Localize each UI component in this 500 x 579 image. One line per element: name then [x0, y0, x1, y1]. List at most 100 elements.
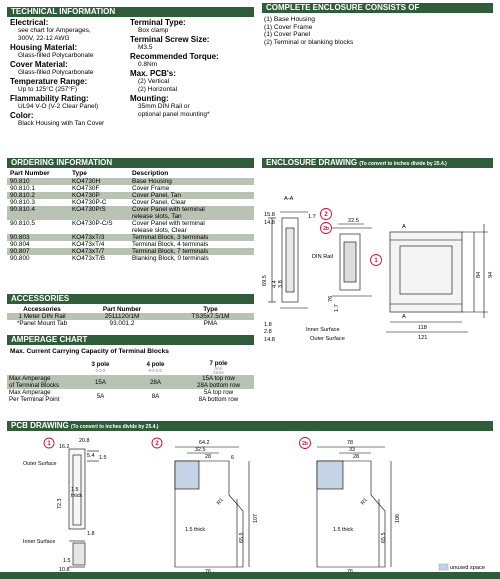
svg-text:33: 33 [349, 447, 355, 453]
footer-bar [0, 572, 500, 579]
svg-text:1: 1 [374, 258, 378, 264]
dim-44: 4.4 [272, 280, 278, 288]
svg-text:28: 28 [353, 454, 359, 460]
dim-158: 15.8 [264, 212, 275, 218]
enclosure-list: (1) Base Housing (1) Cover Frame (1) Cov… [264, 16, 492, 46]
pole-4-label: 4 pole [146, 360, 165, 368]
label-a-bottom: A [402, 314, 406, 320]
svg-text:2: 2 [324, 212, 328, 218]
unused-space-legend: unused space [450, 565, 485, 571]
callout-1 [370, 254, 382, 266]
dim-28: 2.8 [264, 329, 272, 335]
pcb-title: PCB DRAWING [11, 421, 69, 430]
dim-225: 22.5 [348, 218, 359, 224]
ordering-header: ORDERING INFORMATION [7, 158, 254, 168]
svg-text:28: 28 [205, 454, 211, 460]
svg-text:1.5: 1.5 [99, 455, 107, 461]
pole-7-icon: ○○○○○○○ [213, 366, 224, 375]
svg-text:2b: 2b [323, 226, 329, 232]
mounting-value-2: optional panel mounting* [138, 111, 210, 118]
label-aa: A-A [284, 196, 294, 202]
terminal-type-label: Terminal Type: [130, 18, 186, 27]
mounting-value: 35mm DIN Rail or [138, 103, 190, 110]
pcb-drawing: 20.8 16.2 5.4 1.5 Outer Surface 72.3 1.5… [23, 437, 485, 573]
accessories-header: ACCESSORIES [7, 294, 254, 304]
enclosure-header: COMPLETE ENCLOSURE CONSISTS OF [262, 3, 493, 13]
ordering-col-desc: Description [132, 170, 169, 177]
technical-right-column: Terminal Type: Box clamp Terminal Screw … [130, 18, 254, 119]
svg-text:1.5: 1.5 [63, 558, 71, 564]
mounting-label: Mounting: [130, 94, 169, 103]
pole-3-icon: ○○○ [95, 367, 106, 374]
enclosure-drawing-title: ENCLOSURE DRAWING [266, 158, 358, 167]
torque-label: Recommended Torque: [130, 52, 219, 61]
dim-148b: 14.8 [264, 337, 275, 343]
svg-text:thick: thick [71, 493, 82, 499]
dim-84: 84 [476, 272, 482, 278]
svg-text:65.5: 65.5 [239, 533, 245, 544]
torque-value: 0.8Nm [138, 61, 158, 68]
svg-text:78: 78 [347, 440, 353, 446]
temperature-label: Temperature Range: [10, 77, 88, 86]
svg-text:R1: R1 [360, 497, 369, 506]
svg-text:1: 1 [47, 441, 51, 447]
callout-2 [320, 208, 332, 220]
dim-94: 94 [488, 272, 494, 278]
label-outer-surface: Outer Surface [310, 336, 345, 342]
screw-size-value: M3.5 [138, 44, 153, 51]
dim-17: 1.7 [308, 214, 316, 220]
label-a-top: A [402, 224, 406, 230]
enclosure-title: COMPLETE ENCLOSURE CONSISTS OF [266, 3, 420, 12]
max-pcb-label: Max. PCB's: [130, 69, 176, 78]
svg-text:1.5 thick: 1.5 thick [185, 527, 205, 533]
technical-header: TECHNICAL INFORMATION [7, 7, 254, 17]
electrical-value-2: 300V, 22-12 AWG [18, 35, 70, 42]
housing-material-value: Glass-filled Polycarbonate [18, 52, 94, 59]
pcb1-inner-label: Inner Surface [23, 539, 55, 545]
dim-76: 76 [328, 296, 334, 302]
technical-title: TECHNICAL INFORMATION [11, 7, 116, 16]
amperage-title: AMPERAGE CHART [11, 335, 88, 344]
max-pcb-value-2: (2) Horizontal [138, 86, 178, 93]
section-body [281, 217, 299, 303]
enclosure-item: (1) Base Housing [264, 16, 315, 23]
ordering-col-type: Type [72, 170, 87, 177]
pole-4-icon: ○○○○ [148, 367, 163, 374]
svg-text:1.8: 1.8 [87, 531, 95, 537]
color-value: Black Housing with Tan Cover [18, 120, 105, 127]
svg-text:1.5 thick: 1.5 thick [333, 527, 353, 533]
dim-118: 118 [418, 325, 427, 331]
unused-space-swatch [438, 563, 449, 571]
cover-material-label: Cover Material: [10, 60, 68, 69]
dim-18: 1.8 [264, 322, 272, 328]
enclosure-item: (2) Terminal or blanking blocks [264, 38, 354, 46]
enclosure-drawing-note: (To convert to inches divide by 25.4.) [359, 161, 447, 167]
max-pcb-value: (2) Vertical [138, 78, 170, 85]
color-label: Color: [10, 111, 34, 120]
svg-text:106: 106 [395, 514, 401, 523]
pcb-callout-2 [151, 437, 163, 449]
label-inner-surface: Inner Surface [306, 327, 340, 333]
ordering-col-part: Part Number [10, 170, 50, 177]
dim-148: 14.8 [264, 220, 275, 226]
dim-695: 69.5 [262, 275, 268, 286]
pcb-callout-2b [299, 437, 311, 449]
svg-text:65.5: 65.5 [381, 533, 387, 544]
svg-text:R1: R1 [216, 497, 225, 506]
svg-text:76: 76 [347, 569, 353, 573]
amperage-table: 3 pole○○○ 4 pole○○○○ 7 pole○○○○○○○ Max A… [7, 360, 254, 403]
amperage-header: AMPERAGE CHART [7, 335, 254, 345]
ordering-title: ORDERING INFORMATION [11, 158, 113, 167]
